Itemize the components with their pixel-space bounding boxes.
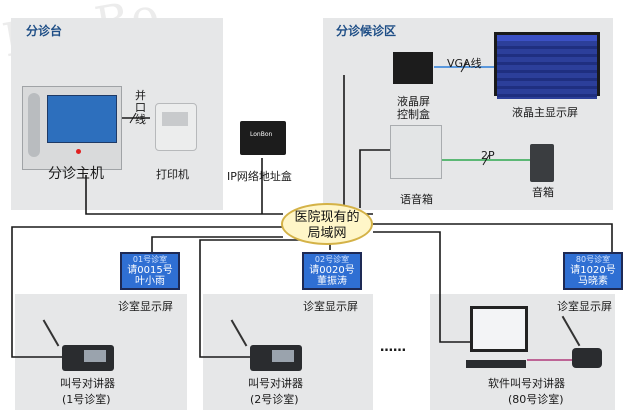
room-2-intercom-label: 叫号对讲器 [248,377,303,390]
room-1-patient: 叶小雨 [135,276,165,287]
room-80-pc-screen [473,309,525,349]
line-lan-to-room80 [373,223,613,252]
room-1-screen-label: 诊室显示屏 [118,300,173,313]
room-2-room-label: (2号诊室) [250,393,299,406]
line-lan-to-room1-screen [151,236,283,252]
triage-desk-title: 分诊台 [26,24,63,38]
printer-label: 打印机 [156,168,189,181]
triage-host-device [22,86,122,170]
lcd-control-box-label-2: 控制盒 [397,108,430,121]
room-2-screen-label: 诊室显示屏 [303,300,358,313]
lcd-control-box-device [393,52,433,84]
room-2-patient: 董振涛 [317,276,347,287]
room-80-pc-monitor [470,306,528,352]
room-80-room-label: (80号诊室) [508,393,564,406]
line-voice-to-lan [359,149,390,208]
room-1-intercom-device [62,345,114,371]
room-1-intercom-label: 叫号对讲器 [60,377,115,390]
room-2-call: 请0020号 [309,265,355,276]
room-1-header: 01号诊室 [132,255,168,264]
room-80-patient: 马晓素 [578,276,608,287]
line-lan-to-room2 [199,239,300,358]
speaker-device [530,144,554,182]
parallel-line-label: 并口线 [135,89,146,126]
room-1-screen: 01号诊室 请0015号 叶小雨 [120,252,180,290]
printer-slot-icon [162,112,188,126]
lan-label-1: 医院现有的 [294,210,360,225]
room-80-call: 请1020号 [570,265,616,276]
vga-line-label: VGA线 [447,57,482,70]
waiting-area-title: 分诊候诊区 [336,24,397,38]
line-lan-to-room1 [11,226,283,358]
lan-label-2: 局域网 [307,226,347,241]
voice-box-label: 语音箱 [400,193,433,206]
ellipsis: …… [380,340,406,355]
speaker-label: 音箱 [532,186,554,199]
room-2-intercom-device [250,345,302,371]
voice-box-device [390,125,442,179]
room-1-room-label: (1号诊室) [62,393,111,406]
room-80-keyboard-icon [466,360,526,368]
room-80-intercom-label: 软件叫号对讲器 [488,377,565,390]
triage-host-label: 分诊主机 [48,166,104,182]
room-1-call: 请0015号 [127,265,173,276]
handset-icon [28,93,40,157]
room-80-header: 80号诊室 [575,255,611,264]
line-lan-to-room80-pc [373,231,470,343]
ip-box-label: IP网络地址盒 [227,170,292,183]
lcd-main-display-screen [497,35,597,99]
lcd-main-display-device [494,32,600,99]
room-80-screen-label: 诊室显示屏 [557,300,612,313]
ip-box-device: LonBon [240,121,286,155]
two-p-label: 2P [481,149,495,162]
host-screen [47,95,117,143]
power-led-icon [76,149,81,154]
room-2-intercom-keypad-icon [272,350,294,362]
room-2-header: 02号诊室 [314,255,350,264]
room-80-screen: 80号诊室 请1020号 马晓素 [563,252,623,290]
printer-device [155,103,197,151]
room-2-screen: 02号诊室 请0020号 董振涛 [302,252,362,290]
line-lcdbox-to-lan [343,75,373,215]
ip-box-brand: LonBon [250,131,273,138]
lcd-control-box-label-1: 液晶屏 [397,95,430,108]
line-host-to-lan [85,175,283,215]
room-80-mic-base [572,348,602,368]
lan-cloud: 医院现有的 局域网 [281,203,373,245]
lcd-main-display-label: 液晶主显示屏 [512,106,578,119]
room-1-intercom-keypad-icon [84,350,106,362]
